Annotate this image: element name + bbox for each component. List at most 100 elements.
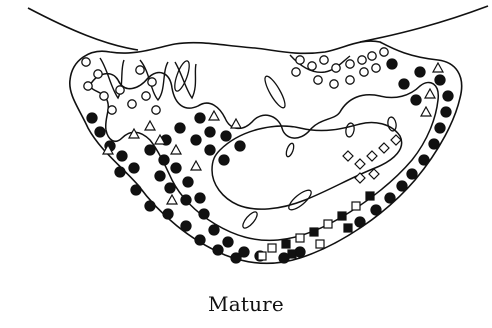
open-circle-marker <box>142 92 150 100</box>
filled-circle-marker <box>115 167 125 177</box>
open-circle-marker <box>108 106 116 114</box>
filled-circle-marker <box>195 193 205 203</box>
open-circle-marker <box>360 68 368 76</box>
open-diamond-marker <box>367 151 377 161</box>
open-triangle-marker <box>171 145 181 154</box>
filled-circle-marker <box>407 169 417 179</box>
filled-square-marker <box>366 192 374 200</box>
filled-circle-marker <box>387 59 397 69</box>
filled-circle-marker <box>235 141 245 151</box>
open-square-marker <box>316 240 324 248</box>
open-circle-marker <box>372 64 380 72</box>
filled-circle-marker <box>221 131 231 141</box>
open-circle-marker <box>148 78 156 86</box>
elongated-cells <box>172 59 397 230</box>
filled-square-marker <box>288 250 296 258</box>
open-triangle-marker <box>191 161 201 170</box>
open-circle-marker <box>330 80 338 88</box>
filled-circle-marker <box>131 185 141 195</box>
open-circle-marker <box>320 56 328 64</box>
open-triangle-marker <box>209 111 219 120</box>
open-square-marker <box>268 244 276 252</box>
filled-circle-marker <box>385 193 395 203</box>
filled-circle-marker <box>415 67 425 77</box>
filled-circle-marker <box>145 201 155 211</box>
open-circle-marker <box>128 100 136 108</box>
filled-circle-marker <box>213 245 223 255</box>
filled-circle-marker <box>175 123 185 133</box>
open-circle-marker <box>314 76 322 84</box>
filled-circle-marker <box>231 253 241 263</box>
filled-circle-marker <box>219 155 229 165</box>
filled-circle-marker <box>397 181 407 191</box>
open-circle-marker <box>308 62 316 70</box>
filled-square-marker <box>282 240 290 248</box>
filled-circle-marker <box>199 209 209 219</box>
open-square-marker <box>296 234 304 242</box>
filled-circle-marker <box>165 183 175 193</box>
filled-circle-marker <box>355 217 365 227</box>
open-diamond-marker <box>343 151 353 161</box>
open-diamond-marker <box>379 143 389 153</box>
figure-caption: Mature <box>0 292 492 316</box>
open-circle-marker <box>136 66 144 74</box>
filled-circle-marker <box>205 145 215 155</box>
open-triangle-marker <box>421 107 431 116</box>
open-square-marker <box>352 202 360 210</box>
filled-circle-marker <box>371 205 381 215</box>
open-circle-marker <box>358 56 366 64</box>
filled-circle-marker <box>145 145 155 155</box>
open-circle-marker <box>368 52 376 60</box>
filled-circle-marker <box>419 155 429 165</box>
filled-circle-marker <box>181 195 191 205</box>
organ-outline <box>70 41 462 263</box>
filled-circle-marker <box>195 235 205 245</box>
filled-circle-marker <box>399 79 409 89</box>
filled-circle-marker <box>117 151 127 161</box>
filled-circle-marker <box>95 127 105 137</box>
open-circle-marker <box>152 106 160 114</box>
filled-circle-marker <box>411 95 421 105</box>
filled-square-marker <box>338 212 346 220</box>
open-triangle-marker <box>167 195 177 204</box>
filled-circle-marker <box>87 113 97 123</box>
marker-layer <box>82 48 453 263</box>
open-triangle-marker <box>231 119 241 128</box>
open-triangle-marker <box>425 89 435 98</box>
open-circle-marker <box>332 64 340 72</box>
open-circle-marker <box>100 92 108 100</box>
filled-circle-marker <box>435 123 445 133</box>
filled-circle-marker <box>195 113 205 123</box>
open-diamond-marker <box>355 159 365 169</box>
filled-circle-marker <box>223 237 233 247</box>
filled-circle-marker <box>129 163 139 173</box>
open-square-marker <box>258 252 266 260</box>
open-circle-marker <box>84 82 92 90</box>
open-circle-marker <box>346 60 354 68</box>
filled-circle-marker <box>171 163 181 173</box>
filled-circle-marker <box>209 225 219 235</box>
filled-circle-marker <box>429 139 439 149</box>
open-circle-marker <box>94 70 102 78</box>
filled-circle-marker <box>205 127 215 137</box>
filled-square-marker <box>344 224 352 232</box>
filled-circle-marker <box>155 171 165 181</box>
filled-circle-marker <box>183 177 193 187</box>
open-diamond-marker <box>355 173 365 183</box>
filled-square-marker <box>310 228 318 236</box>
open-circle-marker <box>116 86 124 94</box>
open-square-marker <box>324 220 332 228</box>
open-circle-marker <box>380 48 388 56</box>
filled-circle-marker <box>443 91 453 101</box>
open-triangle-marker <box>433 63 443 72</box>
outer-surface-line <box>28 6 488 50</box>
filled-circle-marker <box>191 135 201 145</box>
open-circle-marker <box>82 58 90 66</box>
filled-circle-marker <box>435 75 445 85</box>
filled-circle-marker <box>181 221 191 231</box>
open-triangle-marker <box>145 121 155 130</box>
filled-circle-marker <box>441 107 451 117</box>
filled-circle-marker <box>163 209 173 219</box>
filled-circle-marker <box>159 155 169 165</box>
